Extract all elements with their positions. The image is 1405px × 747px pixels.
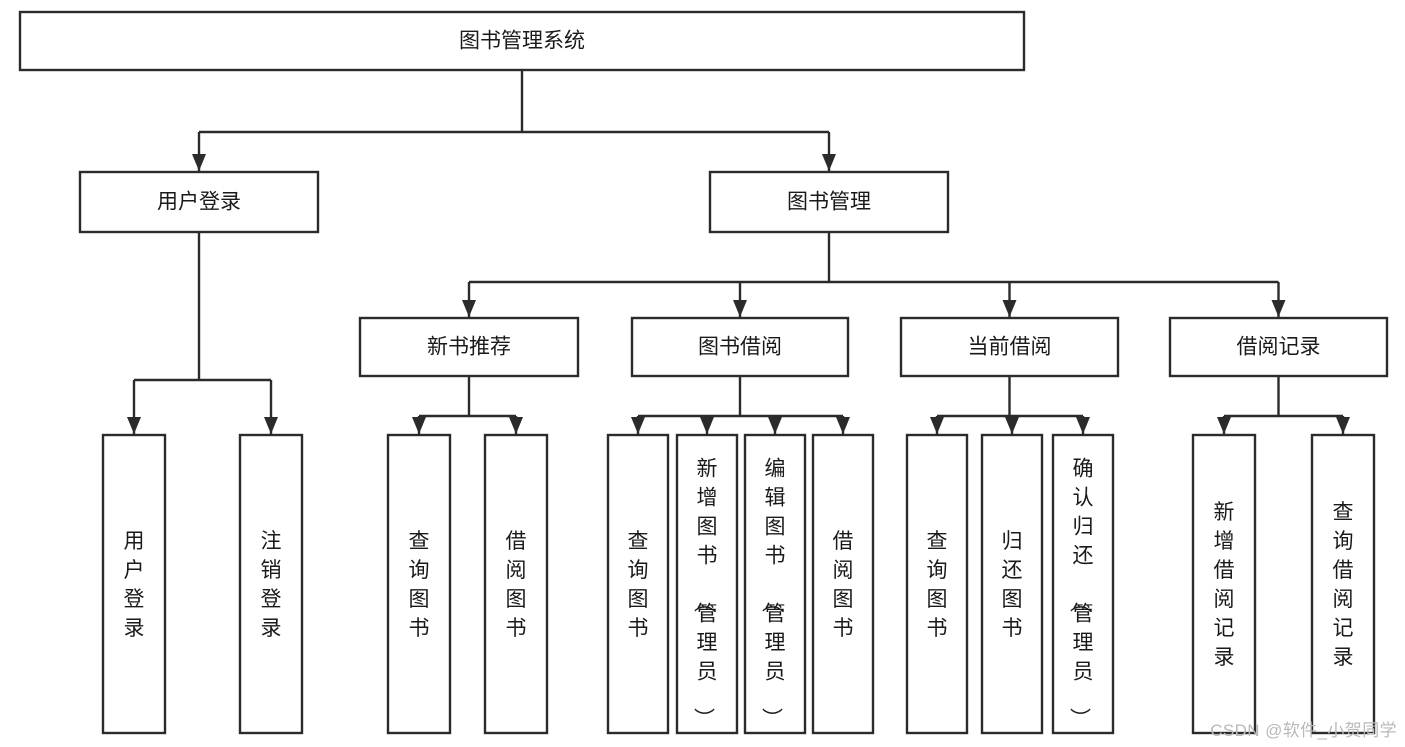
arrow-head: [192, 154, 206, 171]
node-label: 查询借阅记录: [1333, 501, 1354, 669]
arrow-head: [127, 417, 141, 434]
node-label: 新增借阅记录: [1214, 501, 1235, 669]
node-box[interactable]: [708, 170, 950, 234]
node-box[interactable]: [905, 433, 969, 735]
node-leaf-add-book[interactable]: 新增图书（管理员）: [675, 433, 739, 735]
node-label: 查询图书: [628, 530, 649, 640]
node-box[interactable]: [18, 10, 1026, 72]
node-label: 新增图书（管理员）: [692, 458, 718, 729]
node-root-root[interactable]: 图书管理系统: [18, 10, 1026, 72]
node-label: 查询图书: [409, 530, 430, 640]
node-label: 借阅图书: [833, 530, 854, 640]
arrow-head: [700, 417, 714, 434]
node-box[interactable]: [980, 433, 1044, 735]
arrow-head: [631, 417, 645, 434]
arrow-head: [836, 417, 850, 434]
node-leaf-return-book[interactable]: 归还图书: [980, 433, 1044, 735]
arrow-head: [509, 417, 523, 434]
arrow-head: [412, 417, 426, 434]
node-layer: 图书管理系统用户登录图书管理新书推荐图书借阅当前借阅借阅记录用户登录注销登录查询…: [18, 10, 1389, 735]
node-new-book-recommend[interactable]: 新书推荐: [358, 316, 580, 378]
node-leaf-query-book-1[interactable]: 查询图书: [386, 433, 452, 735]
node-label: 用户登录: [124, 530, 145, 640]
node-leaf-user-login[interactable]: 用户登录: [101, 433, 167, 735]
node-leaf-logout[interactable]: 注销登录: [238, 433, 304, 735]
arrow-head: [768, 417, 782, 434]
node-user-login[interactable]: 用户登录: [78, 170, 320, 234]
node-label: 注销登录: [261, 530, 282, 640]
node-leaf-add-record[interactable]: 新增借阅记录: [1191, 433, 1257, 735]
arrow-head: [1005, 417, 1019, 434]
node-label: 借阅记录: [1237, 336, 1321, 359]
node-leaf-query-book-2[interactable]: 查询图书: [606, 433, 670, 735]
node-label: 新书推荐: [427, 336, 511, 359]
node-box[interactable]: [743, 433, 807, 735]
node-box[interactable]: [899, 316, 1120, 378]
node-box[interactable]: [630, 316, 850, 378]
node-borrow-record[interactable]: 借阅记录: [1168, 316, 1389, 378]
node-label: 查询图书: [927, 530, 948, 640]
node-label: 编辑图书（管理员）: [760, 458, 786, 729]
node-box[interactable]: [101, 433, 167, 735]
node-box[interactable]: [358, 316, 580, 378]
node-leaf-borrow-book-1[interactable]: 借阅图书: [483, 433, 549, 735]
node-box[interactable]: [1191, 433, 1257, 735]
node-book-borrow[interactable]: 图书借阅: [630, 316, 850, 378]
node-label: 归还图书: [1002, 530, 1023, 640]
node-box[interactable]: [1168, 316, 1389, 378]
arrow-head: [462, 300, 476, 317]
node-box[interactable]: [483, 433, 549, 735]
arrow-head: [1217, 417, 1231, 434]
node-label: 图书借阅: [698, 336, 782, 359]
node-leaf-edit-book[interactable]: 编辑图书（管理员）: [743, 433, 807, 735]
arrow-head: [733, 300, 747, 317]
node-leaf-borrow-book-2[interactable]: 借阅图书: [811, 433, 875, 735]
connector-layer: [127, 70, 1350, 434]
node-box[interactable]: [238, 433, 304, 735]
node-label: 借阅图书: [506, 530, 527, 640]
node-label: 图书管理系统: [459, 30, 585, 53]
arrow-head: [822, 154, 836, 171]
node-box[interactable]: [1310, 433, 1376, 735]
node-leaf-query-record[interactable]: 查询借阅记录: [1310, 433, 1376, 735]
node-leaf-confirm-return[interactable]: 确认归还（管理员）: [1051, 433, 1115, 735]
node-label: 图书管理: [787, 191, 871, 214]
node-label: 确认归还（管理员）: [1068, 458, 1094, 729]
node-current-borrow[interactable]: 当前借阅: [899, 316, 1120, 378]
node-book-management[interactable]: 图书管理: [708, 170, 950, 234]
node-label: 当前借阅: [968, 336, 1052, 359]
arrow-head: [1076, 417, 1090, 434]
arrow-head: [1336, 417, 1350, 434]
arrow-head: [1002, 300, 1017, 317]
node-label: 用户登录: [157, 191, 241, 214]
arrow-head: [1271, 300, 1286, 317]
node-box[interactable]: [78, 170, 320, 234]
arrow-head: [930, 417, 944, 434]
node-box[interactable]: [1051, 433, 1115, 735]
node-box[interactable]: [386, 433, 452, 735]
node-box[interactable]: [675, 433, 739, 735]
node-leaf-query-book-3[interactable]: 查询图书: [905, 433, 969, 735]
node-box[interactable]: [606, 433, 670, 735]
node-box[interactable]: [811, 433, 875, 735]
arrow-head: [264, 417, 278, 434]
